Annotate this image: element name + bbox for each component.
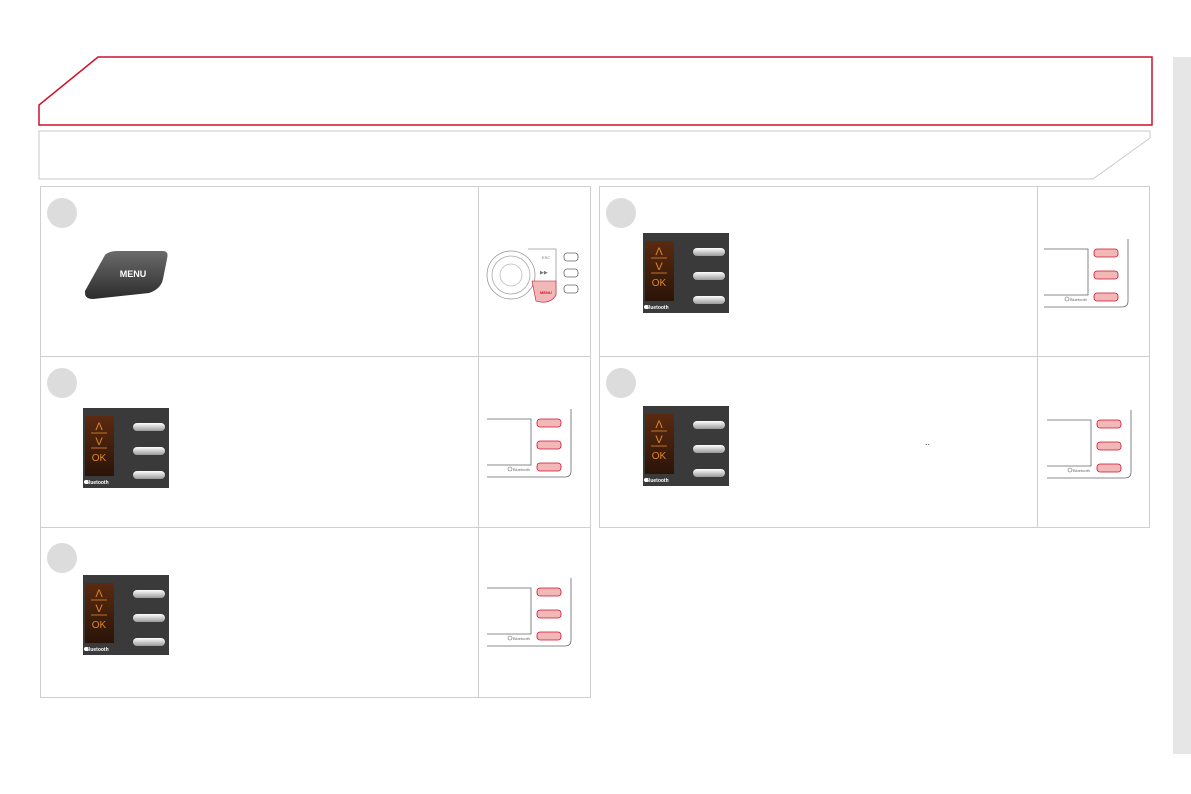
- keypad-image: Λ V OK Bluetooth: [643, 406, 729, 491]
- step-5-panel: Λ V OK Bluetooth .. Bluetooth: [599, 356, 1150, 528]
- keypad-image: Λ V OK Bluetooth: [83, 575, 169, 660]
- keypad-image: Λ V OK Bluetooth: [83, 408, 169, 493]
- mini-keypad-diagram: Bluetooth: [487, 407, 577, 484]
- down-button[interactable]: [133, 447, 165, 455]
- menu-key[interactable]: MENU: [83, 249, 173, 301]
- menu-label-mini: MENU: [540, 290, 552, 295]
- menu-key-label: MENU: [120, 269, 147, 279]
- down-key-highlight: [536, 609, 562, 619]
- down-key-highlight: [1093, 270, 1119, 280]
- bluetooth-label: Bluetooth: [645, 305, 668, 311]
- down-arrow-icon: V: [95, 436, 103, 448]
- ok-label: OK: [92, 620, 107, 631]
- ok-button[interactable]: [693, 296, 725, 304]
- down-button[interactable]: [693, 445, 725, 453]
- ok-key-highlight: [1093, 292, 1119, 302]
- up-button[interactable]: [693, 248, 725, 256]
- up-arrow-icon: Λ: [655, 419, 663, 431]
- up-key-highlight: [1096, 419, 1122, 429]
- bluetooth-label-mini: Bluetooth: [1070, 297, 1087, 302]
- step-4-panel: Λ V OK Bluetooth Bluetooth: [599, 186, 1150, 357]
- ok-label: OK: [652, 278, 667, 289]
- control-panel-diagram: ESC ▶▶ MENU: [486, 248, 579, 303]
- step-number-circle: [47, 368, 77, 398]
- up-key-highlight: [536, 418, 562, 428]
- ok-label: OK: [92, 453, 107, 464]
- bluetooth-label-mini: Bluetooth: [513, 636, 530, 641]
- ok-key-highlight: [1096, 463, 1122, 473]
- mini-keypad-diagram: Bluetooth: [1047, 408, 1137, 485]
- down-key-highlight: [1096, 441, 1122, 451]
- up-button[interactable]: [133, 423, 165, 431]
- up-button[interactable]: [133, 590, 165, 598]
- down-button[interactable]: [693, 272, 725, 280]
- skip-glyph: ▶▶: [540, 270, 548, 276]
- note-dots: ..: [925, 437, 931, 447]
- ok-button[interactable]: [693, 469, 725, 477]
- up-key-highlight: [1093, 248, 1119, 258]
- up-key-highlight: [536, 587, 562, 597]
- subheader-banner: [38, 130, 1151, 180]
- step-1-panel: MENU ESC ▶▶ MENU: [40, 186, 591, 357]
- step-number-circle: [47, 543, 77, 573]
- bluetooth-label: Bluetooth: [85, 480, 108, 486]
- down-key-highlight: [536, 440, 562, 450]
- page-side-tab: [1173, 57, 1191, 754]
- down-button[interactable]: [133, 614, 165, 622]
- ok-button[interactable]: [133, 638, 165, 646]
- down-arrow-icon: V: [95, 603, 103, 615]
- header-banner: [38, 56, 1153, 126]
- esc-label: ESC: [542, 255, 550, 260]
- up-button[interactable]: [693, 421, 725, 429]
- step-number-circle: [606, 198, 636, 228]
- bluetooth-label: Bluetooth: [645, 478, 668, 484]
- ok-label: OK: [652, 451, 667, 462]
- step-3-panel: Λ V OK Bluetooth Bluetooth: [40, 527, 591, 698]
- ok-key-highlight: [536, 462, 562, 472]
- mini-keypad-diagram: Bluetooth: [487, 576, 577, 653]
- ok-key-highlight: [536, 631, 562, 641]
- up-arrow-icon: Λ: [95, 421, 103, 433]
- step-number-circle: [606, 368, 636, 398]
- mini-keypad-diagram: Bluetooth: [1044, 237, 1134, 314]
- up-arrow-icon: Λ: [95, 588, 103, 600]
- ok-button[interactable]: [133, 471, 165, 479]
- bluetooth-label: Bluetooth: [85, 647, 108, 653]
- bluetooth-label-mini: Bluetooth: [513, 467, 530, 472]
- step-2-panel: Λ V OK Bluetooth Bluetooth: [40, 356, 591, 528]
- keypad-image: Λ V OK Bluetooth: [643, 233, 729, 318]
- bluetooth-label-mini: Bluetooth: [1073, 468, 1090, 473]
- step-number-circle: [47, 198, 77, 228]
- up-arrow-icon: Λ: [655, 246, 663, 258]
- down-arrow-icon: V: [655, 434, 663, 446]
- down-arrow-icon: V: [655, 261, 663, 273]
